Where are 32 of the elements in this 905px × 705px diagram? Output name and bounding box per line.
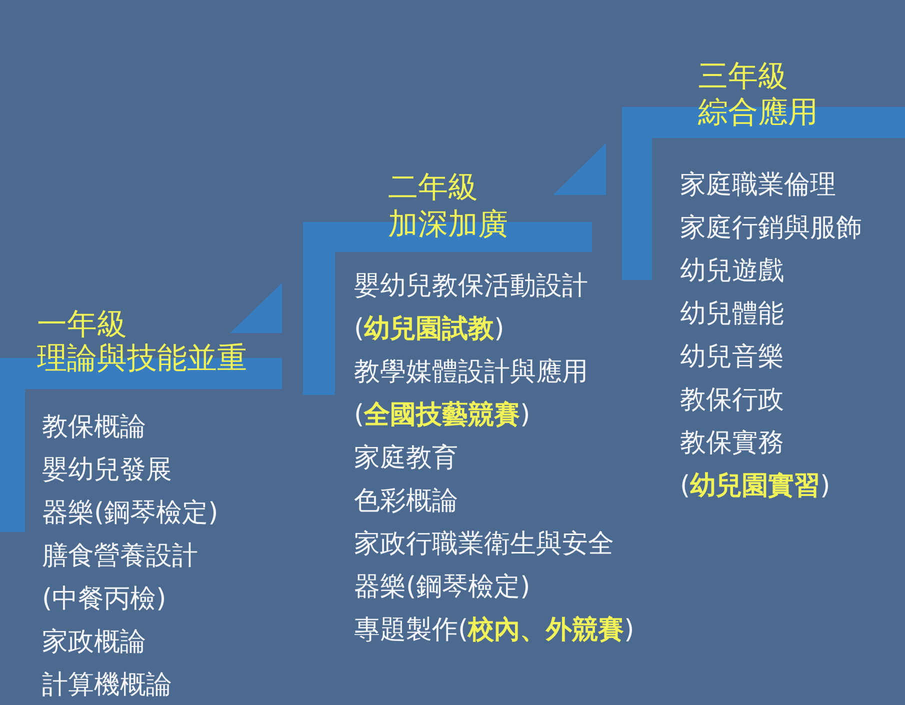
grade-heading: 一年級 (37, 310, 127, 340)
course-name: 家庭行銷與服飾 (680, 213, 862, 243)
theme-heading: 綜合應用 (698, 98, 818, 128)
step-bracket (0, 309, 282, 532)
course-name: 器樂(鋼琴檢定) (354, 572, 530, 602)
course-name: 家政概論 (42, 627, 146, 657)
course-name: 教保行政 (680, 385, 784, 415)
course-name: 膳食營養設計 (42, 541, 198, 571)
course-name: 家政行職業衛生與安全 (354, 529, 614, 559)
course-name: (幼兒園試教) (354, 314, 504, 344)
course-name: 教保概論 (42, 412, 146, 442)
course-name: (全國技藝競賽) (354, 400, 530, 430)
course-name: 嬰幼兒教保活動設計 (354, 271, 588, 301)
step-bracket (303, 172, 592, 395)
course-name: 幼兒遊戲 (680, 256, 784, 286)
theme-heading: 加深加廣 (388, 210, 508, 240)
course-name: 教保實務 (680, 428, 784, 458)
course-name: 專題製作(校內、外競賽) (354, 615, 634, 645)
grade-heading: 三年級 (698, 62, 788, 92)
theme-heading: 理論與技能並重 (37, 344, 247, 374)
course-name: 計算機概論 (42, 670, 172, 700)
course-name: 嬰幼兒發展 (42, 455, 172, 485)
course-name: 教學媒體設計與應用 (354, 357, 588, 387)
course-name: 器樂(鋼琴檢定) (42, 498, 218, 528)
course-name: 幼兒體能 (680, 299, 784, 329)
course-name: 色彩概論 (354, 486, 458, 516)
course-name: 幼兒音樂 (680, 342, 784, 372)
course-name: 家庭教育 (354, 443, 458, 473)
course-name: 家庭職業倫理 (680, 170, 836, 200)
grade-heading: 二年級 (388, 173, 478, 203)
course-name: (幼兒園實習) (680, 471, 830, 501)
course-name: (中餐丙檢) (42, 584, 166, 614)
